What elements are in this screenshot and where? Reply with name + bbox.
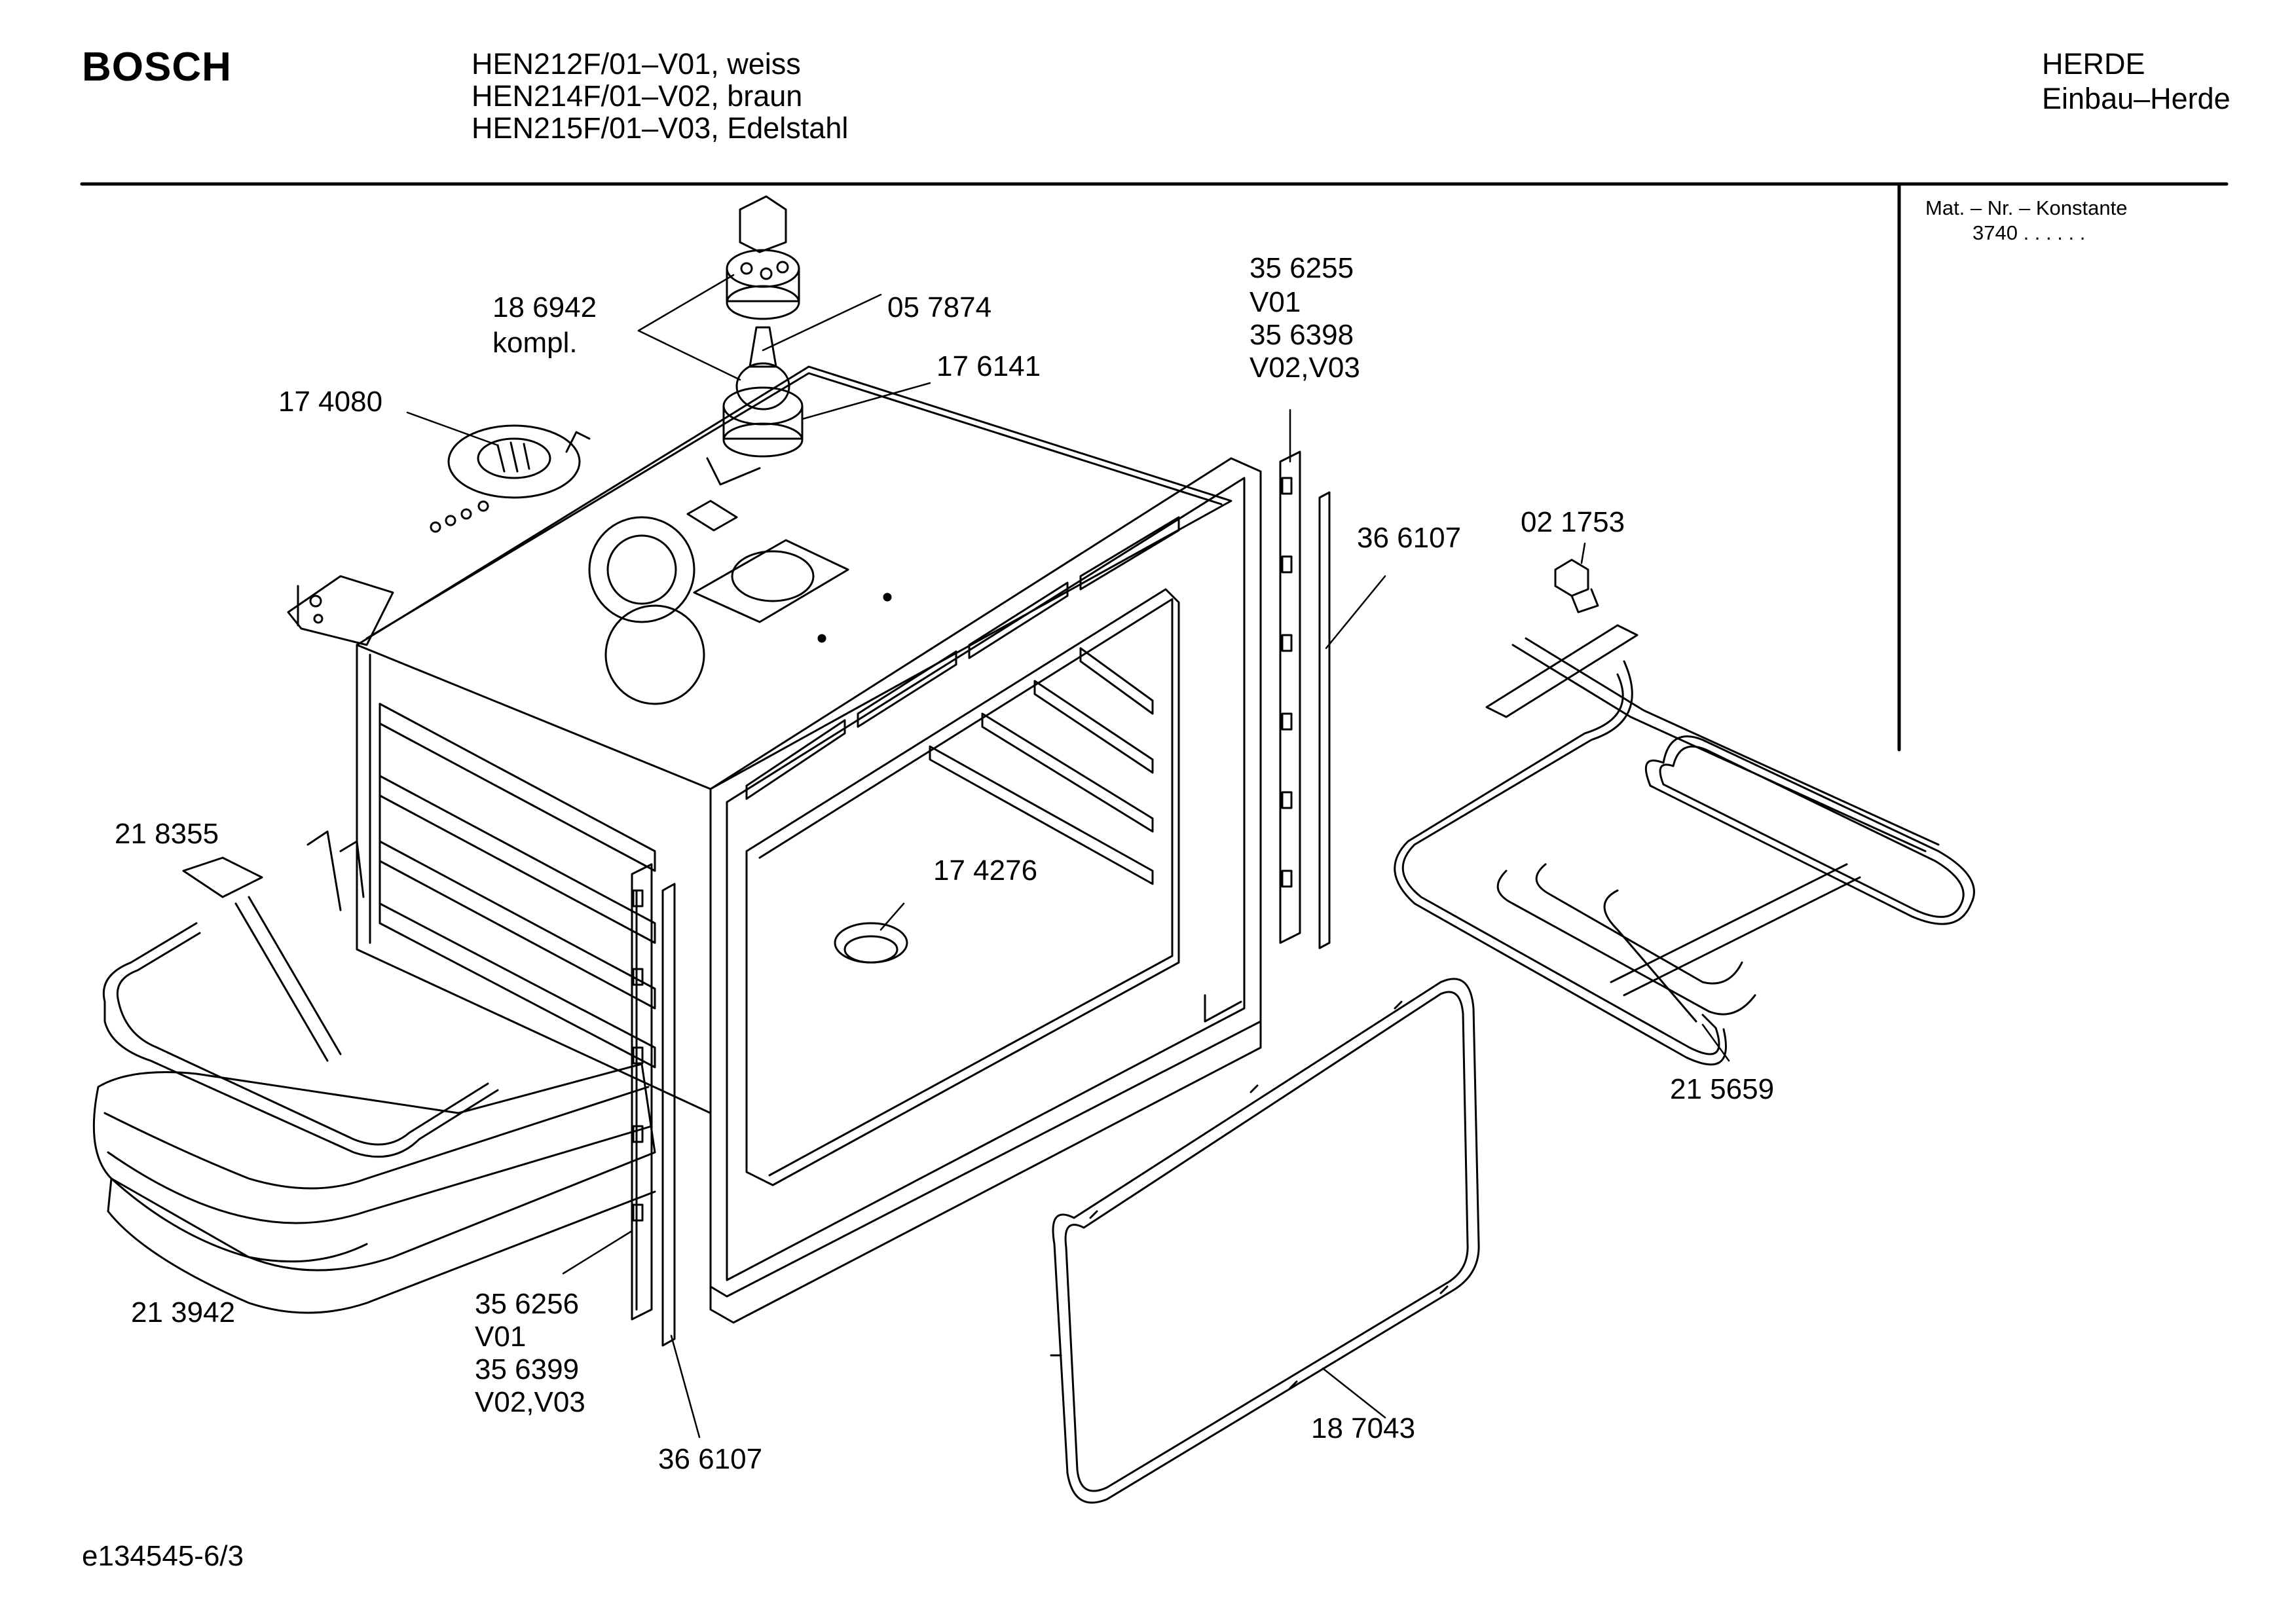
- part-label-366107-a: 36 6107: [1357, 522, 1462, 554]
- part-label-174080: 17 4080: [278, 386, 383, 418]
- subcategory-label: Einbau–Herde: [2042, 82, 2231, 115]
- part-label-186942: 18 6942: [492, 291, 597, 323]
- leader-lines: [406, 274, 1730, 1438]
- brand-logo: BOSCH: [82, 45, 232, 90]
- insulation-mat: [92, 1063, 656, 1314]
- oven-cavity: [287, 365, 1262, 1324]
- part-label-057874: 05 7874: [887, 291, 992, 323]
- part-label-366107-b: 36 6107: [658, 1443, 763, 1475]
- model-line-1: HEN212F/01–V01, weiss: [472, 47, 801, 81]
- mat-nr-value: 3740 . . . . . .: [1972, 221, 2086, 244]
- drawing-id: e134545-6/3: [82, 1540, 244, 1572]
- lamp-holder: [447, 424, 591, 499]
- left-seal-strips: [631, 863, 676, 1347]
- bottom-heating-element: [102, 830, 499, 1158]
- part-label-213942: 21 3942: [131, 1296, 236, 1328]
- part-label-v0203-b: V02,V03: [475, 1386, 585, 1418]
- top-heating-element: [1394, 624, 1975, 1066]
- thermostat-clip: [1554, 559, 1599, 614]
- part-label-174276: 17 4276: [933, 854, 1038, 887]
- door-gasket: [1050, 978, 1480, 1504]
- part-label-021753: 02 1753: [1521, 506, 1625, 538]
- thermostat-assembly: [706, 195, 804, 486]
- part-label-176141: 17 6141: [936, 350, 1041, 382]
- part-label-v01-a: V01: [1250, 286, 1301, 318]
- part-label-218355: 21 8355: [115, 818, 219, 850]
- mat-nr-title: Mat. – Nr. – Konstante: [1925, 196, 2128, 219]
- part-label-356399: 35 6399: [475, 1353, 580, 1385]
- part-label-215659: 21 5659: [1670, 1073, 1775, 1105]
- model-line-2: HEN214F/01–V02, braun: [472, 79, 803, 113]
- part-label-v0203-a: V02,V03: [1250, 352, 1360, 384]
- part-label-356255: 35 6255: [1250, 252, 1354, 284]
- model-line-3: HEN215F/01–V03, Edelstahl: [472, 111, 849, 145]
- part-label-356398: 35 6398: [1250, 319, 1354, 351]
- part-label-187043: 18 7043: [1311, 1412, 1416, 1444]
- part-label-v01-b: V01: [475, 1321, 527, 1353]
- right-seal-strips: [1279, 450, 1331, 949]
- part-label-kompl: kompl.: [492, 327, 578, 359]
- part-label-356256: 35 6256: [475, 1288, 580, 1320]
- category-label: HERDE: [2042, 47, 2145, 81]
